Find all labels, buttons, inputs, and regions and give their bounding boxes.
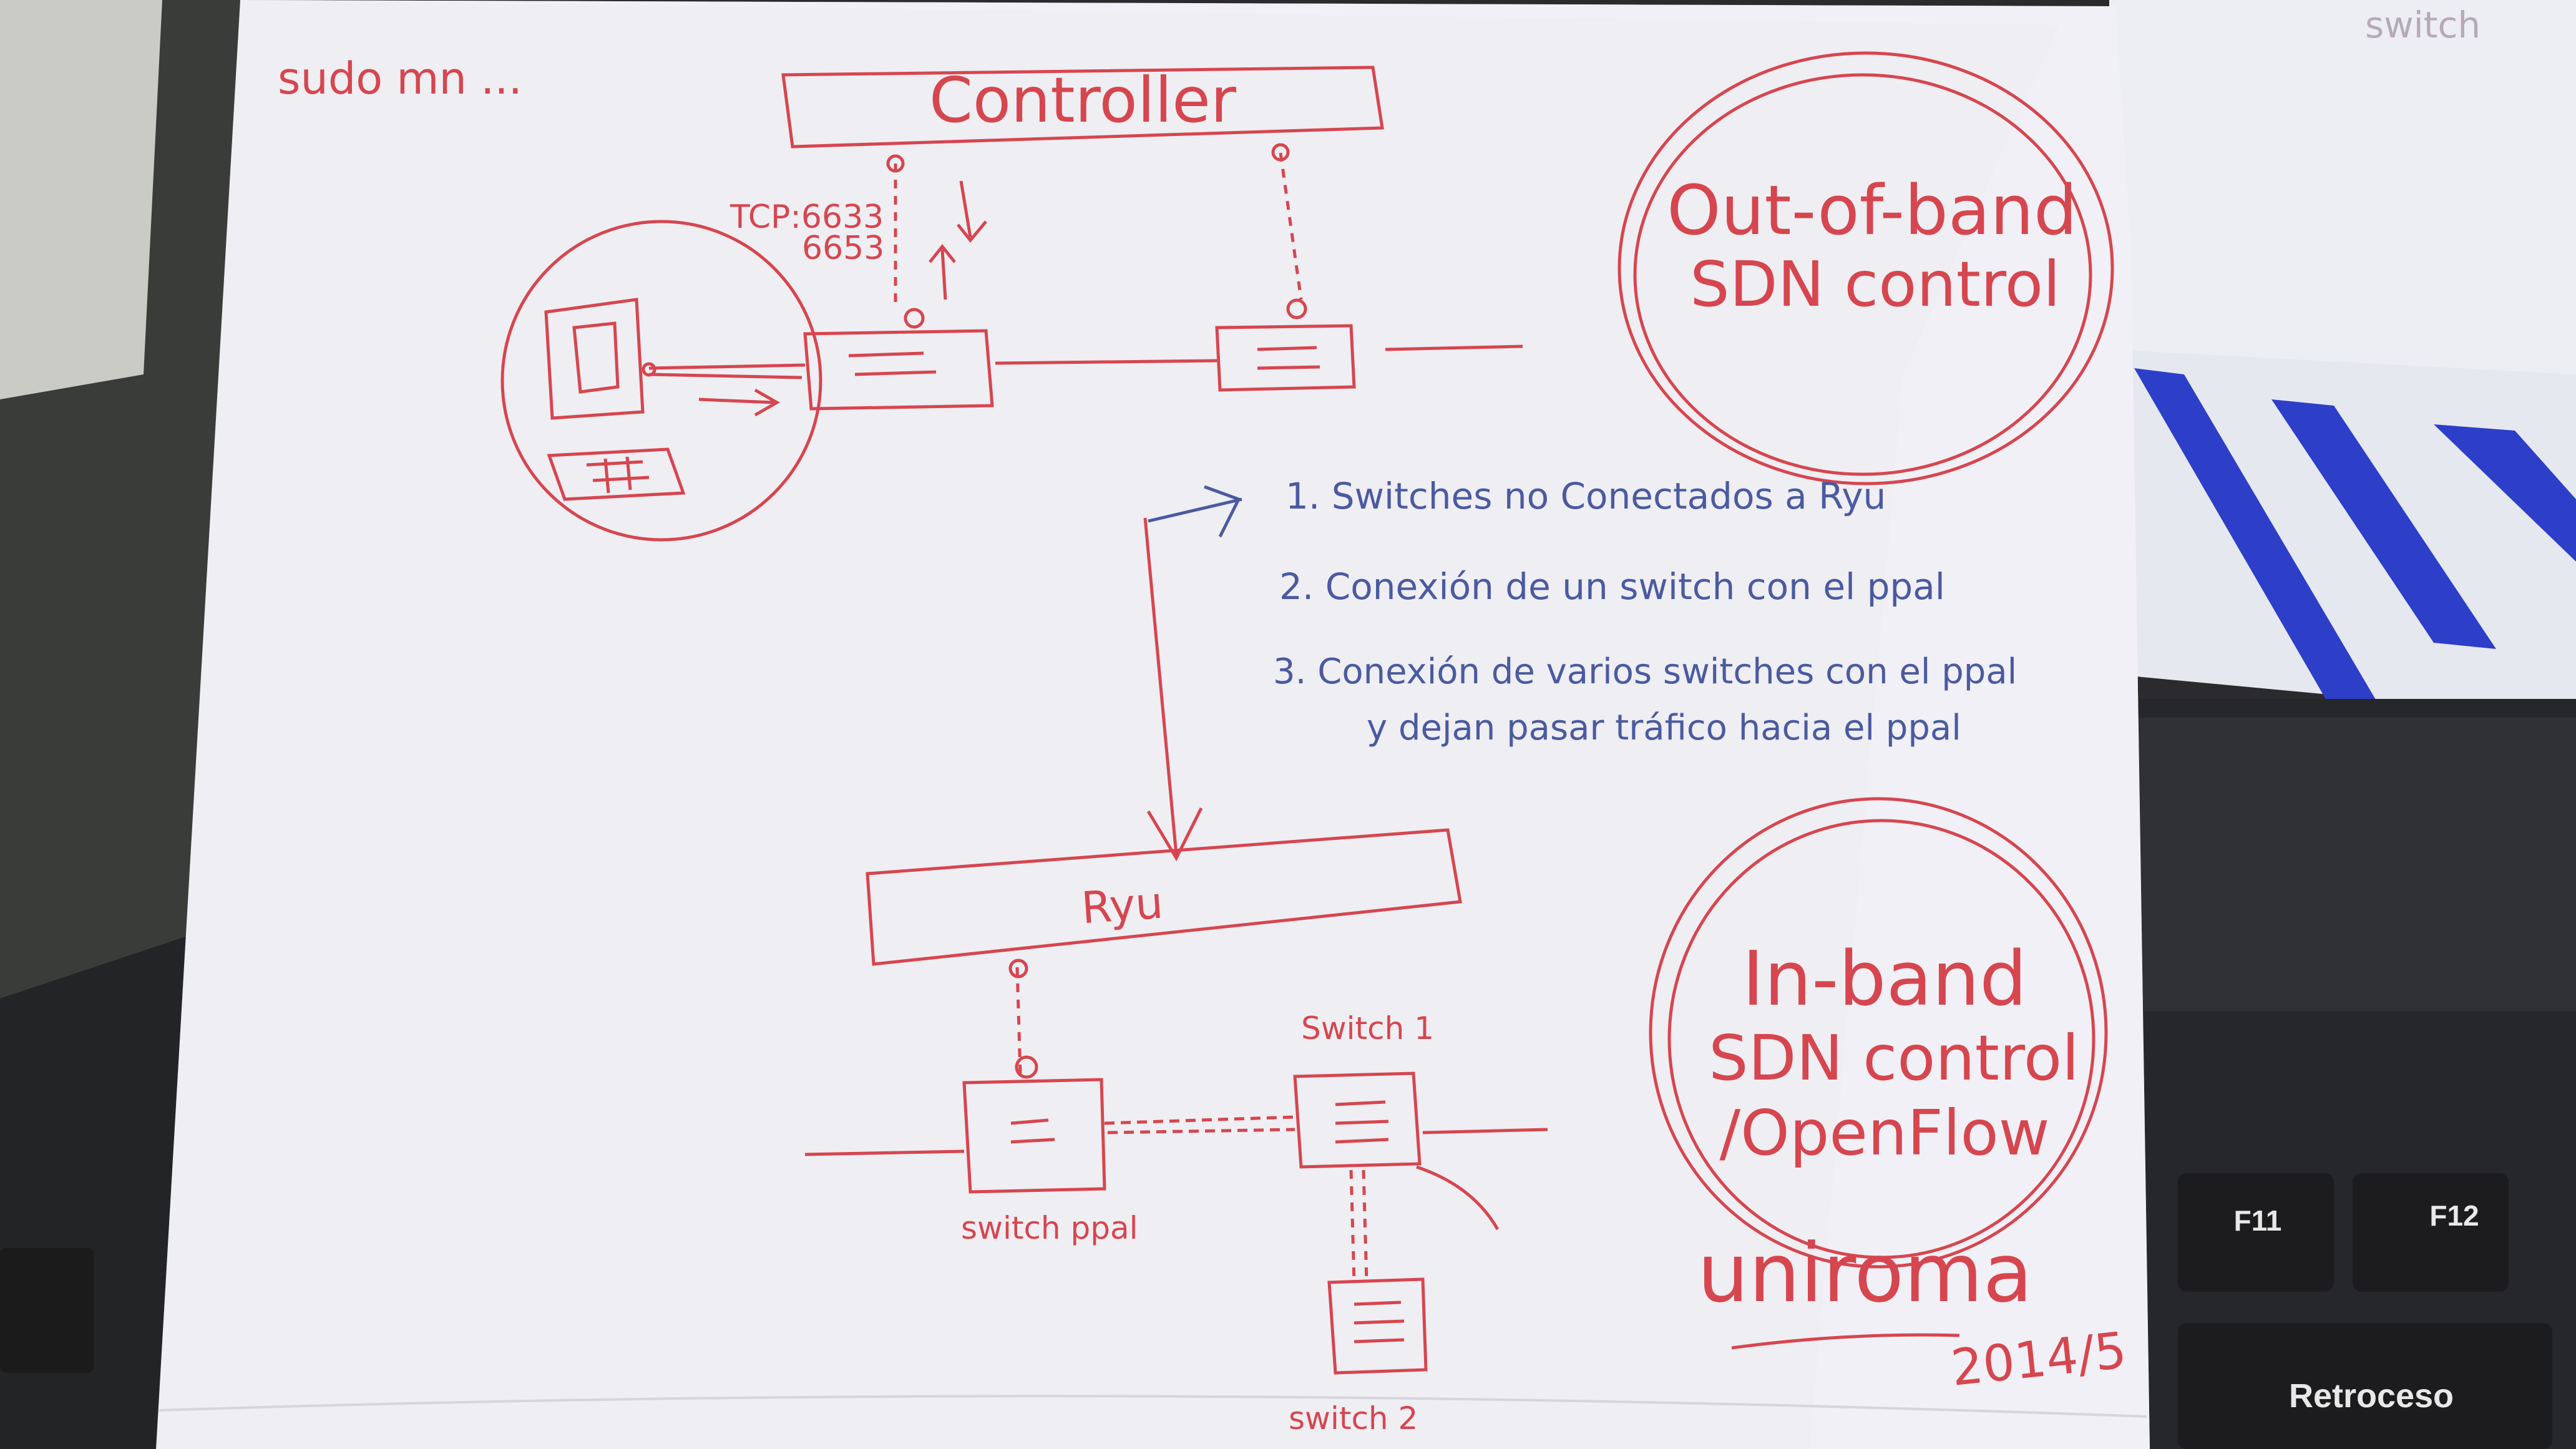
in-band-arrow (1143, 517, 1203, 862)
key-f12 (2353, 1173, 2509, 1292)
arrow-up (929, 243, 956, 300)
switch-1-label: Switch 1 (1301, 1010, 1434, 1046)
switch-1-curve (1416, 1165, 1500, 1231)
key-f12-label: F12 (2429, 1199, 2479, 1232)
oob-switch-right-port (1286, 298, 1307, 320)
ib-circle-outer (1649, 797, 2108, 1269)
out-of-band-diagram (500, 51, 2114, 542)
blue-stripe-1 (2134, 368, 2390, 724)
switch-ppal-outer-link (804, 1149, 965, 1156)
switch-2-box (1327, 1277, 1428, 1375)
controller-port-left (886, 154, 905, 173)
host-link (648, 363, 806, 379)
blue-stripe-2 (2271, 399, 2496, 649)
ryu-port (1008, 959, 1028, 978)
oob-outer-link (1385, 344, 1523, 351)
switch-2-lines (1354, 1300, 1405, 1344)
ib-circle-line-1: In-band (1742, 936, 2027, 1023)
controller-box (781, 66, 1384, 149)
key-backspace (2178, 1323, 2552, 1449)
steps-list: 1. Switches no Conectados a Ryu 2. Conex… (1148, 475, 2017, 748)
in-band-diagram (804, 517, 2108, 1375)
host-monitor (544, 298, 645, 420)
controller-port-right (1271, 143, 1290, 162)
host-arrow (698, 388, 781, 417)
oob-switch-left-port (904, 308, 925, 329)
blue-stripe-3 (2434, 424, 2576, 562)
switch-ppal-lines (1010, 1118, 1055, 1144)
switch-ppal-port (1015, 1055, 1038, 1079)
arrow-down (957, 180, 987, 243)
background-paper (2109, 0, 2576, 449)
steps-arrow (1148, 485, 1242, 538)
ryu-label: Ryu (1080, 877, 1164, 934)
controller-label: Controller (929, 64, 1237, 137)
paper-fold (159, 1395, 2147, 1418)
paper-highlight (240, 0, 2150, 1449)
oob-inter-switch-link (995, 359, 1217, 365)
left-wall-light (0, 0, 162, 399)
host-keyboard-keys (586, 456, 650, 494)
signature-underline (1731, 1333, 1960, 1350)
ib-circle-inner (1667, 819, 2095, 1259)
oob-circle-line-2: SDN control (1690, 248, 2061, 321)
top-note: sudo mn ... (278, 53, 522, 104)
step-1: 1. Switches no Conectados a Ryu (1286, 475, 1886, 517)
key-f11 (2178, 1173, 2334, 1292)
oob-switch-left (803, 329, 994, 411)
oob-switch-right-lines (1257, 346, 1320, 370)
oob-circle-line-1: Out-of-band (1667, 170, 2077, 250)
keyboard-shadow (2134, 718, 2576, 1011)
oob-circle-outer (1617, 51, 2114, 485)
switch-ppal-label: switch ppal (961, 1210, 1138, 1246)
ib-circle-line-3: /OpenFlow (1719, 1096, 2049, 1169)
switch-1-to-2-link-b (1362, 1169, 1368, 1283)
host-monitor-screen (572, 321, 620, 394)
switch-2-label: switch 2 (1289, 1400, 1418, 1437)
switch-1-lines (1335, 1100, 1389, 1144)
controller-link-right (1279, 152, 1303, 300)
background-paper-text: switch (2365, 4, 2481, 46)
ryu-box (866, 828, 1462, 966)
signature: uniroma (1697, 1226, 2032, 1320)
step-2: 2. Conexión de un switch con el ppal (1279, 565, 1945, 608)
oob-switch-left-lines (848, 351, 937, 376)
step-3-continuation: y dejan pasar tráfico hacia el ppal (1367, 708, 1961, 748)
oob-switch-right (1215, 324, 1356, 392)
ib-circle-line-2: SDN control (1709, 1022, 2079, 1095)
host-circle (500, 220, 822, 542)
port-label-2: 6653 (802, 230, 884, 267)
host-keyboard (547, 447, 686, 501)
switch-ppal-box (962, 1078, 1106, 1194)
key-backspace-label: Retroceso (2289, 1377, 2454, 1415)
ryu-link (1015, 967, 1022, 1074)
paper-sheet (156, 0, 2150, 1449)
step-3: 3. Conexión de varios switches con el pp… (1273, 651, 2017, 692)
key-f11-label: F11 (2234, 1204, 2282, 1237)
oob-circle-inner (1633, 73, 2092, 476)
left-key (0, 1248, 94, 1373)
switch-1-to-2-link (1349, 1169, 1356, 1283)
port-label-1: TCP:6633 (729, 198, 884, 236)
switch-1-box (1293, 1071, 1422, 1169)
host-port (642, 362, 656, 377)
switch-1-outer-link (1422, 1128, 1548, 1134)
